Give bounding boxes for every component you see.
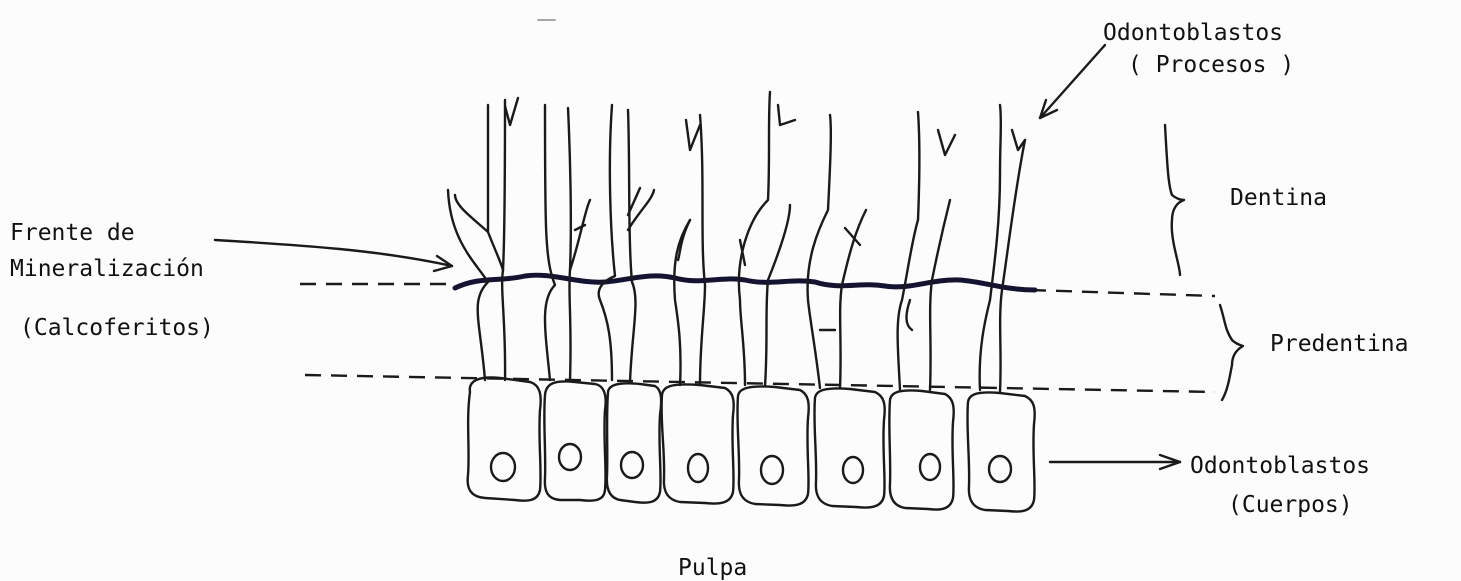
cell-body xyxy=(814,388,884,507)
cell-body xyxy=(967,392,1034,511)
calcospherites-label: (Calcoferitos) xyxy=(20,317,214,340)
odontoblast-cell-bodies xyxy=(468,378,1035,512)
nucleus xyxy=(621,452,643,478)
pulp-label: Pulpa xyxy=(678,557,747,580)
nucleus xyxy=(761,456,783,484)
nucleus xyxy=(491,453,515,481)
processes-sub-label: ( Procesos ) xyxy=(1128,54,1294,77)
cell-body xyxy=(662,384,734,503)
dentin-brace xyxy=(1165,125,1184,275)
mineralization-boundary-dashes xyxy=(300,284,1215,296)
dentin-label: Dentina xyxy=(1230,187,1327,210)
bodies-arrow xyxy=(1050,455,1180,469)
front-label-line1: Frente de xyxy=(10,222,135,245)
predentin-label: Predentina xyxy=(1270,333,1408,356)
mineralization-front-line xyxy=(455,275,1035,290)
nucleus xyxy=(989,456,1011,482)
bodies-sub-label: (Cuerpos) xyxy=(1228,494,1353,517)
processes-title-label: Odontoblastos xyxy=(1103,22,1283,45)
processes-arrow xyxy=(1040,45,1105,118)
cell-body xyxy=(468,378,541,501)
predentin-pulp-boundary-dash xyxy=(305,375,1215,392)
cell-body xyxy=(889,390,953,509)
front-label-line2: Mineralización xyxy=(10,258,204,281)
nucleus xyxy=(688,454,708,482)
cell-body xyxy=(544,381,605,500)
cell-nuclei xyxy=(491,444,1011,484)
nucleus xyxy=(920,454,940,480)
nucleus xyxy=(843,457,863,483)
odontoblast-processes xyxy=(448,92,1025,392)
cell-body xyxy=(607,383,661,502)
bodies-title-label: Odontoblastos xyxy=(1190,455,1370,478)
nucleus xyxy=(559,444,581,470)
cell-body xyxy=(737,386,808,505)
front-arrow xyxy=(215,240,452,271)
predentin-brace xyxy=(1220,305,1243,400)
